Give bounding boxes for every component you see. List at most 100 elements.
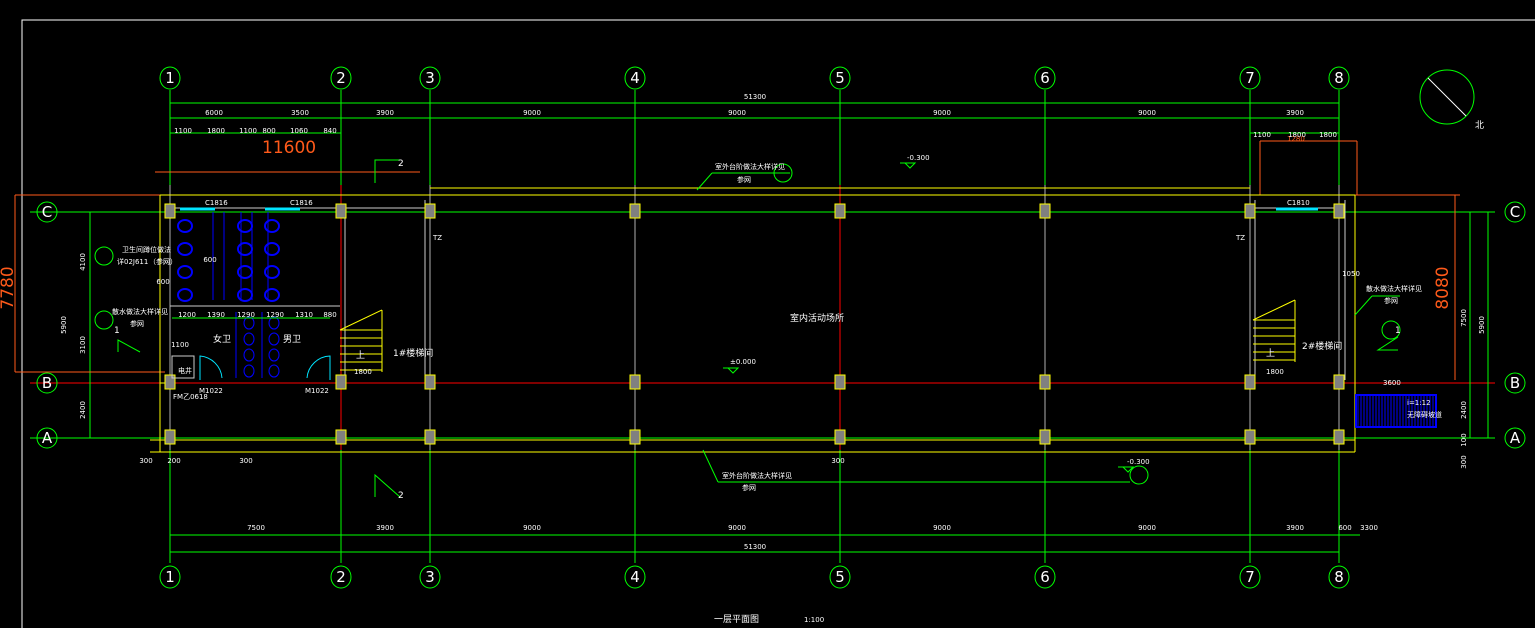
column <box>424 429 436 445</box>
dim-bottom-small: 300 <box>239 457 252 465</box>
axis-bubble <box>1328 565 1350 589</box>
dim-top-detail: 1800 <box>207 127 225 135</box>
column <box>424 374 436 390</box>
dim-right: 2400 <box>1460 401 1468 419</box>
ramp-label: 无障碍坡道 <box>1407 410 1442 419</box>
dim-right: 5900 <box>1478 316 1486 334</box>
column <box>1039 429 1051 445</box>
callout-toilet-note: （参网） <box>149 257 177 266</box>
urinal-fixture <box>243 348 255 362</box>
callout-apron-note: 参网 <box>130 319 144 328</box>
stair1-up: 上 <box>356 350 365 361</box>
column <box>1333 429 1345 445</box>
dim-toilet: 1200 <box>178 311 196 319</box>
dim-right: 100 <box>1460 433 1468 446</box>
toilet-fixture <box>237 265 253 279</box>
callout-step-top-note: 参网 <box>737 175 751 184</box>
axis-label-3: 3 <box>425 568 435 586</box>
dim-bottom-total: 51300 <box>744 543 766 551</box>
dim-top-detail: 800 <box>262 127 275 135</box>
axis-label-3: 3 <box>425 69 435 87</box>
axis-label-4: 4 <box>630 568 640 586</box>
column <box>164 429 176 445</box>
leader-line <box>1354 295 1373 316</box>
detail-callout-bubble <box>94 246 114 266</box>
shaft-label: 电井 <box>178 366 192 375</box>
toilet-fixture <box>264 219 280 233</box>
detail-callout-bubble <box>1129 465 1149 485</box>
urinal-fixture <box>268 332 280 346</box>
leader-line <box>696 172 713 191</box>
callout-step-top: 室外台阶做法大样详见 <box>715 162 785 171</box>
axis-bubble <box>1239 565 1261 589</box>
callout-step-bottom: 室外台阶做法大样详见 <box>722 471 792 480</box>
dim-misc: 600 <box>156 278 169 286</box>
dim-top-main: 9000 <box>1138 109 1156 117</box>
leader-line <box>702 449 719 483</box>
stair-1 <box>339 309 383 331</box>
section-mark <box>1376 336 1399 351</box>
axis-label-B: B <box>42 374 52 392</box>
dim-top-detail: 1060 <box>290 127 308 135</box>
axis-label-1: 1 <box>165 568 175 586</box>
axis-label-6: 6 <box>1040 568 1050 586</box>
elevation-symbol <box>900 162 917 169</box>
axis-label-C: C <box>42 203 52 221</box>
axis-bubble <box>36 372 58 394</box>
axis-label-5: 5 <box>835 69 845 87</box>
toilet-fixture <box>177 219 193 233</box>
axis-label-5: 5 <box>835 568 845 586</box>
column <box>834 374 846 390</box>
dim-top-detail-right: 1800 <box>1288 131 1306 139</box>
dim-bottom-main: 3900 <box>1286 524 1304 532</box>
dim-top-main: 9000 <box>933 109 951 117</box>
section-mark <box>117 339 141 353</box>
tz-label-2: TZ <box>1235 234 1245 242</box>
door-swing <box>306 355 331 380</box>
north-label: 北 <box>1475 120 1484 131</box>
dim-bottom-main: 3900 <box>376 524 394 532</box>
axis-bubble <box>419 565 441 589</box>
section-mark-bottom: 2 <box>398 491 404 501</box>
dim-bottom-main: 9000 <box>728 524 746 532</box>
column <box>164 203 176 219</box>
north-arrow-circle <box>1419 69 1475 125</box>
door-label-2: M1022 <box>305 387 329 395</box>
axis-bubble <box>829 66 851 90</box>
axis-label-8: 8 <box>1334 568 1344 586</box>
column <box>629 203 641 219</box>
dim-top-detail-right: 1800 <box>1319 131 1337 139</box>
stair1-width: 1800 <box>354 368 372 376</box>
dim-left: 5900 <box>60 316 68 334</box>
dim-bottom-main: 600 <box>1338 524 1351 532</box>
section-mark <box>374 159 400 183</box>
ramp <box>1355 394 1437 428</box>
column <box>1244 374 1256 390</box>
axis-bubble <box>1504 201 1526 223</box>
dim-top-main: 9000 <box>728 109 746 117</box>
toilet-fixture <box>177 242 193 256</box>
dim-top-main: 3900 <box>376 109 394 117</box>
column <box>335 429 347 445</box>
section-mark-right: 1 <box>1395 326 1401 336</box>
column <box>164 374 176 390</box>
detail-callout-bubble <box>94 310 114 330</box>
drawing-title: 一层平面图 <box>714 614 759 625</box>
section-mark-top: 2 <box>398 159 404 169</box>
column <box>834 203 846 219</box>
axis-bubble <box>36 201 58 223</box>
axis-label-C: C <box>1510 203 1520 221</box>
axis-bubble <box>36 427 58 449</box>
axis-label-7: 7 <box>1245 69 1255 87</box>
column <box>424 203 436 219</box>
dim-top-main: 3900 <box>1286 109 1304 117</box>
dim-bottom-main: 9000 <box>523 524 541 532</box>
drawing-frame <box>21 19 1535 628</box>
toilet-fixture <box>264 242 280 256</box>
axis-label-A: A <box>1510 429 1521 447</box>
column <box>629 374 641 390</box>
dim-toilet: 1310 <box>295 311 313 319</box>
door-swing <box>199 355 223 380</box>
